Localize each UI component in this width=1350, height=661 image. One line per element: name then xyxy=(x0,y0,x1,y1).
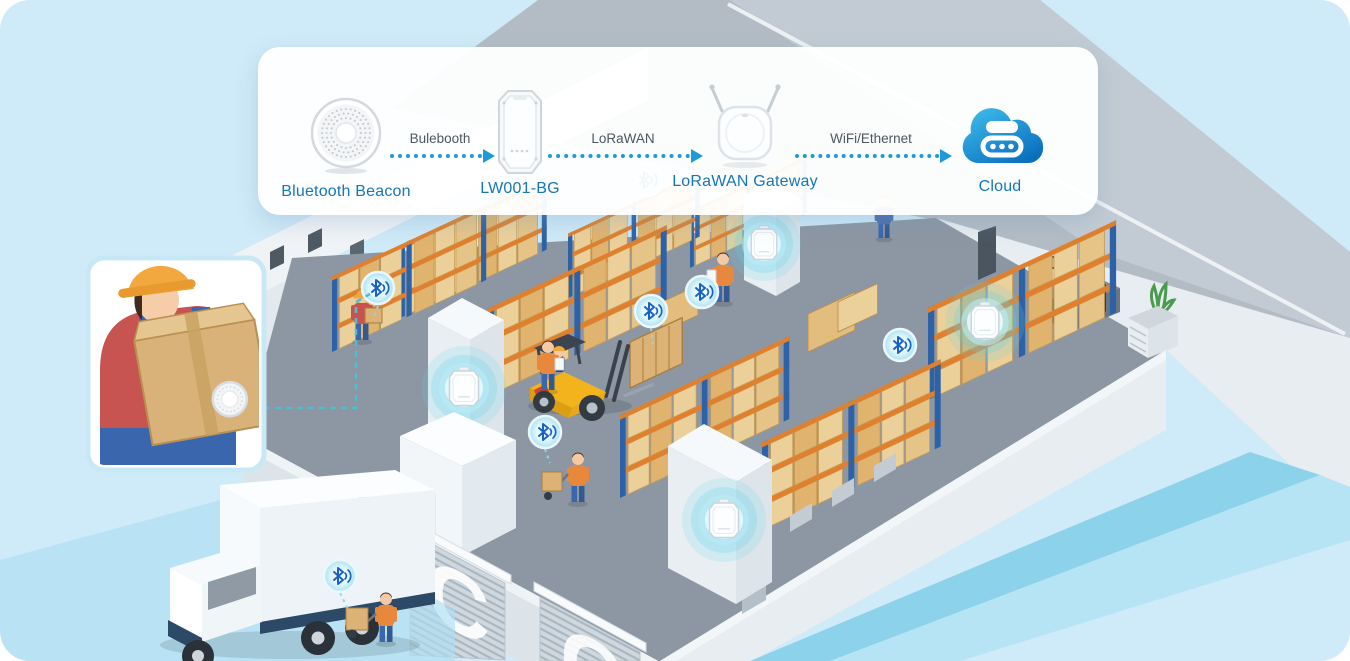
lw001-bg-device xyxy=(944,281,1026,363)
bluetooth-icon xyxy=(684,274,720,310)
wall-vent xyxy=(790,503,812,532)
bluetooth-icon xyxy=(882,327,918,363)
flow-diagram-card: Bluetooth Beacon Bulebooth LW001-BG LoRa… xyxy=(258,47,1098,215)
bluetooth-icon xyxy=(322,558,358,594)
forklift-fork xyxy=(623,382,655,398)
step-label-lw001-bg: LW001-BG xyxy=(480,180,560,197)
link-label-wifi-ethernet: WiFi/Ethernet xyxy=(830,131,912,146)
worker-pushing-trolley xyxy=(541,452,589,507)
pillar-device-2 xyxy=(668,424,772,604)
flow-step-cloud: Cloud xyxy=(920,99,1080,196)
arrow-head-icon xyxy=(940,149,959,163)
step-label-bluetooth-beacon: Bluetooth Beacon xyxy=(281,183,411,200)
wall-vent xyxy=(832,478,854,507)
bluetooth-badges xyxy=(322,162,918,610)
bluetooth-beacon-icon xyxy=(310,97,382,174)
arrow-head-icon xyxy=(691,149,710,163)
lorawan-gateway-device xyxy=(726,206,802,282)
arrow-head-icon xyxy=(483,149,502,163)
wall-vent xyxy=(270,245,284,270)
link-label-lorawan: LoRaWAN xyxy=(591,131,655,146)
forklift-crate xyxy=(629,316,683,390)
box-tape xyxy=(184,311,219,436)
inset-connector-line xyxy=(264,292,371,410)
flow-step-lw001-bg: LW001-BG xyxy=(440,89,600,198)
bluetooth-icon xyxy=(360,270,396,306)
worker-with-clipboard xyxy=(537,340,565,395)
dotted-arrow xyxy=(548,149,703,163)
bluetooth-icon xyxy=(527,414,563,450)
trolley-box xyxy=(345,607,369,631)
office-door xyxy=(978,226,996,280)
wall-vent xyxy=(874,453,896,482)
link-label-bulebooth: Bulebooth xyxy=(409,131,471,146)
warehouse-workers xyxy=(351,195,894,507)
worker-pushing-trolley xyxy=(345,592,397,647)
lorawan-gateway-icon xyxy=(709,84,781,168)
dotted-arrow xyxy=(795,149,952,163)
step-label-cloud: Cloud xyxy=(978,178,1022,195)
roller-door xyxy=(539,596,641,661)
flow-step-lorawan-gateway: LoRaWAN Gateway xyxy=(665,83,825,191)
wall-vent xyxy=(308,228,322,253)
lw001-bg-device xyxy=(681,477,767,563)
carried-box xyxy=(364,307,383,324)
truck-windshield xyxy=(208,567,256,610)
flow-step-bluetooth-beacon: Bluetooth Beacon xyxy=(266,97,426,201)
cloud-icon xyxy=(962,108,1044,164)
step-label-lorawan-gateway: LoRaWAN Gateway xyxy=(672,173,818,190)
forklift-mast xyxy=(604,340,630,402)
flow-link-wifi-ethernet: WiFi/Ethernet xyxy=(795,131,952,163)
bluetooth-icon xyxy=(633,293,669,329)
inset-box xyxy=(133,302,259,447)
flow-link-lorawan: LoRaWAN xyxy=(548,131,703,163)
flow-link-bulebooth: Bulebooth xyxy=(390,131,495,163)
worker-closeup-inset xyxy=(85,255,267,473)
dotted-arrow xyxy=(390,149,495,163)
trolley-box xyxy=(541,471,563,492)
right-exterior-wall xyxy=(936,218,1350,520)
door-lintel xyxy=(533,581,647,653)
office-cabinet xyxy=(1128,306,1178,358)
lw001-bg-device-icon xyxy=(498,90,542,174)
